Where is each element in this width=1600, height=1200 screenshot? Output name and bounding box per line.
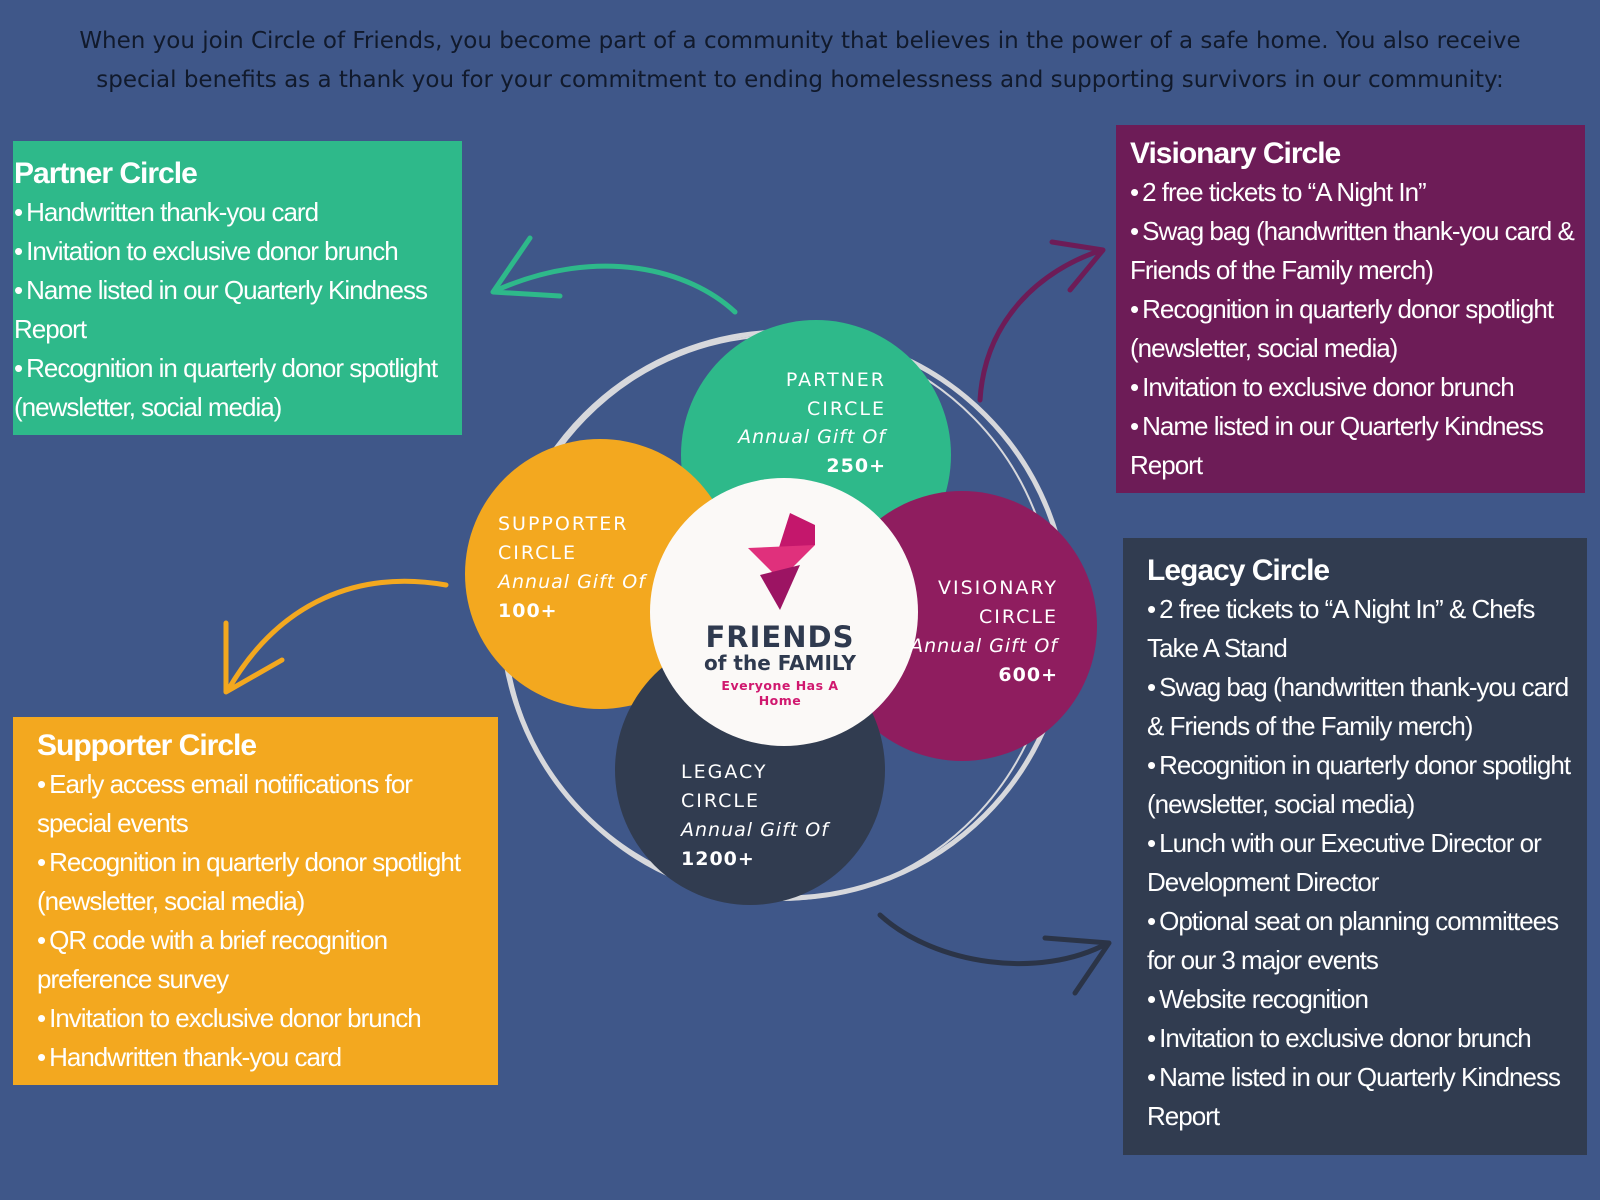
benefit-item: Handwritten thank-you card: [14, 193, 462, 232]
supporter-circle-name-1: SUPPORTER: [498, 513, 629, 535]
supporter-circle-label: SUPPORTER CIRCLE Annual Gift Of 100+: [498, 510, 646, 626]
benefit-item: Handwritten thank-you card: [37, 1038, 488, 1077]
benefit-item: Optional seat on planning committees for…: [1147, 902, 1577, 980]
supporter-gift-text: Annual Gift Of: [498, 571, 646, 593]
benefit-item: Swag bag (handwritten thank-you card & F…: [1130, 212, 1585, 290]
legacy-gift-text: Annual Gift Of: [681, 819, 829, 841]
visionary-benefits-list: 2 free tickets to “A Night In” Swag bag …: [1130, 173, 1585, 485]
benefit-item: Website recognition: [1147, 980, 1577, 1019]
arrow-to-supporter-head: [223, 620, 285, 695]
benefit-item: Lunch with our Executive Director or Dev…: [1147, 824, 1577, 902]
logo: FRIENDS of the FAMILY Everyone Has A Hom…: [700, 622, 860, 708]
legacy-gift-amount: 1200+: [681, 848, 755, 870]
partner-circle-name-2: CIRCLE: [807, 398, 886, 420]
legacy-circle-label: LEGACY CIRCLE Annual Gift Of 1200+: [681, 758, 829, 874]
legacy-circle-box: Legacy Circle 2 free tickets to “A Night…: [1123, 538, 1587, 1155]
visionary-gift-amount: 600+: [998, 664, 1058, 686]
intro-line-2: special benefits as a thank you for your…: [96, 67, 1504, 93]
partner-gift-text: Annual Gift Of: [738, 426, 886, 448]
benefit-item: Name listed in our Quarterly Kindness Re…: [1147, 1058, 1577, 1136]
benefit-item: Recognition in quarterly donor spotlight…: [14, 349, 462, 427]
visionary-circle-label: VISIONARY CIRCLE Annual Gift Of 600+: [880, 574, 1058, 690]
arrow-to-supporter: [225, 578, 449, 693]
partner-circle-box: Partner Circle Handwritten thank-you car…: [13, 141, 462, 435]
visionary-circle-name-2: CIRCLE: [979, 606, 1058, 628]
partner-circle-label: PARTNER CIRCLE: [760, 366, 886, 424]
logo-title: FRIENDS: [705, 620, 855, 654]
arrow-to-visionary-head: [1049, 239, 1106, 293]
arrow-to-legacy-head: [1042, 935, 1112, 996]
visionary-circle-name-1: VISIONARY: [937, 577, 1058, 599]
arrow-to-partner-head: [490, 235, 563, 299]
logo-subtitle: of the FAMILY: [703, 651, 857, 675]
supporter-benefits-list: Early access email notifications for spe…: [37, 765, 488, 1077]
flame-heart-icon: [748, 513, 815, 610]
benefit-item: Invitation to exclusive donor brunch: [14, 232, 462, 271]
partner-circle-name-1: PARTNER: [785, 369, 886, 391]
visionary-gift-text: Annual Gift Of: [910, 635, 1058, 657]
supporter-box-title: Supporter Circle: [37, 729, 257, 762]
supporter-gift-amount: 100+: [498, 600, 558, 622]
benefit-item: Name listed in our Quarterly Kindness Re…: [14, 271, 462, 349]
benefit-item: QR code with a brief recognition prefere…: [37, 921, 488, 999]
partner-benefits-list: Handwritten thank-you card Invitation to…: [14, 193, 462, 427]
arrow-to-partner: [494, 263, 738, 315]
arrow-to-visionary: [977, 247, 1105, 403]
benefit-item: 2 free tickets to “A Night In” & Chefs T…: [1147, 590, 1577, 668]
visionary-circle-box: Visionary Circle 2 free tickets to “A Ni…: [1116, 125, 1585, 493]
intro-line-1: When you join Circle of Friends, you bec…: [79, 28, 1521, 54]
legacy-benefits-list: 2 free tickets to “A Night In” & Chefs T…: [1147, 590, 1577, 1136]
supporter-circle-box: Supporter Circle Early access email noti…: [13, 717, 498, 1085]
benefit-item: Swag bag (handwritten thank-you card & F…: [1147, 668, 1577, 746]
benefit-item: Early access email notifications for spe…: [37, 765, 488, 843]
logo-tagline: Everyone Has A Home: [721, 678, 839, 708]
visionary-box-title: Visionary Circle: [1130, 137, 1341, 170]
benefit-item: Invitation to exclusive donor brunch: [37, 999, 488, 1038]
partner-gift-amount: 250+: [826, 455, 886, 477]
benefit-item: 2 free tickets to “A Night In”: [1130, 173, 1585, 212]
benefit-item: Recognition in quarterly donor spotlight…: [1147, 746, 1577, 824]
benefit-item: Invitation to exclusive donor brunch: [1147, 1019, 1577, 1058]
legacy-circle-name-1: LEGACY: [681, 761, 768, 783]
benefit-item: Invitation to exclusive donor brunch: [1130, 368, 1585, 407]
logo-circle: [650, 478, 918, 746]
partner-gift-label: Annual Gift Of 250+: [700, 423, 886, 481]
benefit-item: Recognition in quarterly donor spotlight…: [1130, 290, 1585, 368]
legacy-circle-name-2: CIRCLE: [681, 790, 760, 812]
benefit-item: Name listed in our Quarterly Kindness Re…: [1130, 407, 1585, 485]
legacy-box-title: Legacy Circle: [1147, 554, 1330, 587]
benefit-item: Recognition in quarterly donor spotlight…: [37, 843, 488, 921]
intro-text: When you join Circle of Friends, you bec…: [40, 22, 1560, 100]
supporter-circle-name-2: CIRCLE: [498, 542, 577, 564]
partner-box-title: Partner Circle: [14, 157, 198, 190]
arrow-to-legacy: [877, 912, 1111, 966]
